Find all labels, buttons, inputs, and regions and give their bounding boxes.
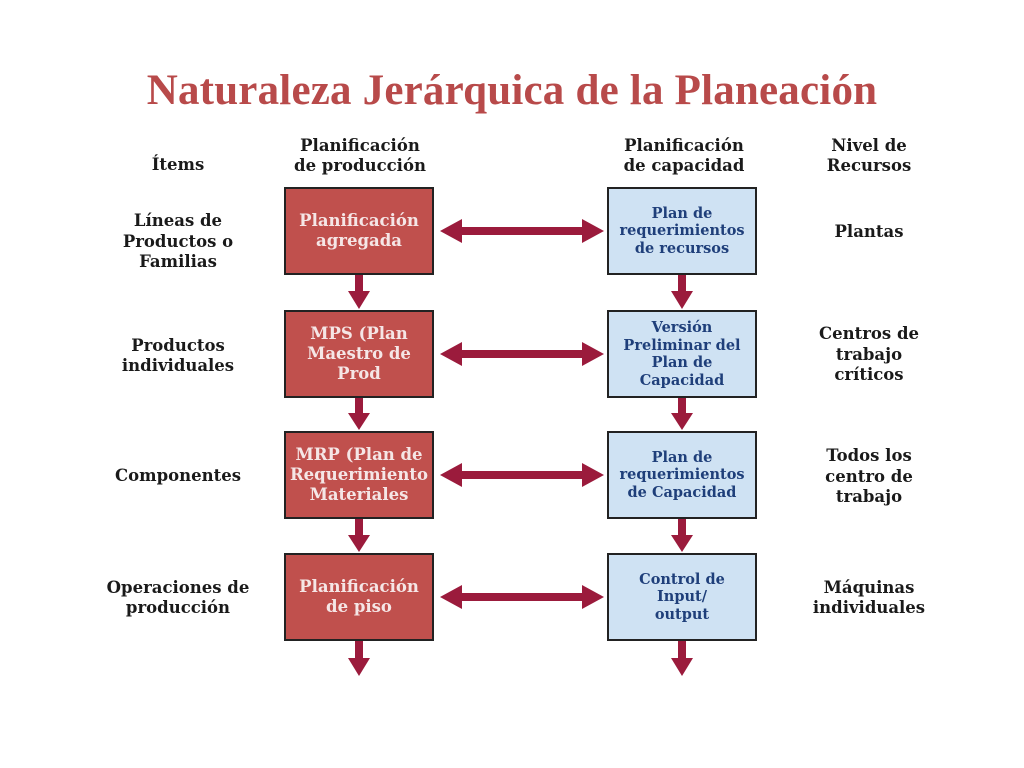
down-arrow-capacity-2 [671, 398, 693, 430]
production-box-mrp: MRP (Plan de Requerimiento Materiales [284, 431, 434, 519]
capacity-box-preliminary: Versión Preliminar del Plan de Capacidad [607, 310, 757, 398]
production-box-shop-floor: Planificación de piso [284, 553, 434, 641]
production-box-aggregate: Planificación agregada [284, 187, 434, 275]
resource-label-4: Máquinas individuales [812, 577, 926, 618]
down-arrow-capacity-3 [671, 519, 693, 552]
capacity-box-input-output: Control de Input/ output [607, 553, 757, 641]
down-arrow-production-4 [348, 641, 370, 676]
item-label-1: Líneas de Productos o Familias [122, 211, 234, 272]
production-box-mps: MPS (Plan Maestro de Prod [284, 310, 434, 398]
down-arrow-production-3 [348, 519, 370, 552]
resource-label-1: Plantas [834, 221, 904, 241]
page-title: Naturaleza Jerárquica de la Planeación [146, 67, 878, 114]
header-resources: Nivel de Recursos [826, 135, 912, 176]
down-arrow-capacity-4 [671, 641, 693, 676]
down-arrow-capacity-1 [671, 275, 693, 309]
header-items: Ítems [151, 154, 205, 174]
double-arrow-row-3 [440, 463, 604, 487]
down-arrow-production-1 [348, 275, 370, 309]
double-arrow-row-1 [440, 219, 604, 243]
down-arrow-production-2 [348, 398, 370, 430]
capacity-box-resources: Plan de requerimientos de recursos [607, 187, 757, 275]
item-label-3: Componentes [114, 465, 242, 485]
double-arrow-row-4 [440, 585, 604, 609]
capacity-box-requirements: Plan de requerimientos de Capacidad [607, 431, 757, 519]
resource-label-3: Todos los centro de trabajo [825, 446, 913, 507]
resource-label-2: Centros de trabajo críticos [818, 324, 919, 385]
double-arrow-row-2 [440, 342, 604, 366]
header-capacity: Planificación de capacidad [623, 135, 745, 176]
item-label-4: Operaciones de producción [106, 577, 250, 618]
header-production: Planificación de producción [294, 135, 426, 176]
item-label-2: Productos individuales [121, 335, 235, 376]
